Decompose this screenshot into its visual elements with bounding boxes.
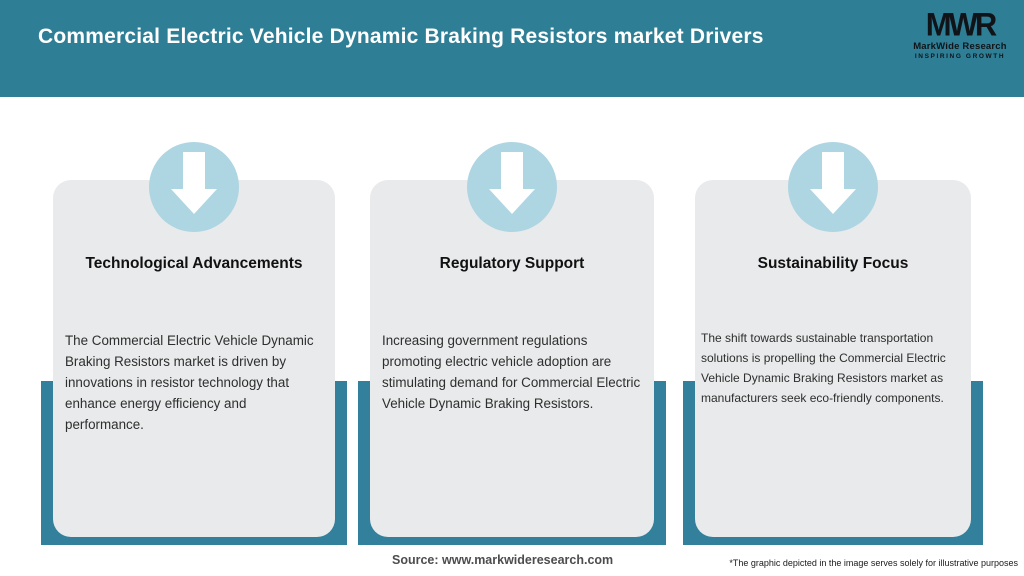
card-description: The shift towards sustainable transporta…: [701, 331, 946, 405]
arrow-circle: [149, 142, 239, 232]
card-description: The Commercial Electric Vehicle Dynamic …: [65, 333, 314, 432]
card-description: Increasing government regulations promot…: [382, 333, 641, 411]
brand-logo: MWR MarkWide Research INSPIRING GROWTH: [912, 6, 1008, 60]
page-title: Commercial Electric Vehicle Dynamic Brak…: [38, 25, 764, 48]
logo-name: MarkWide Research: [913, 41, 1007, 52]
disclaimer-text: *The graphic depicted in the image serve…: [729, 558, 1018, 568]
arrow-down-icon: [171, 152, 217, 214]
arrow-down-icon: [489, 152, 535, 214]
driver-card: Sustainability Focus The shift towards s…: [695, 180, 971, 537]
arrow-down-icon: [810, 152, 856, 214]
driver-column-2: Regulatory Support Increasing government…: [358, 142, 666, 545]
card-title: Regulatory Support: [439, 255, 585, 272]
header-banner: Commercial Electric Vehicle Dynamic Brak…: [0, 0, 1024, 97]
driver-card: Technological Advancements The Commercia…: [53, 180, 335, 537]
arrow-circle: [788, 142, 878, 232]
card-title: Technological Advancements: [85, 255, 303, 272]
source-text: Source: www.markwideresearch.com: [392, 553, 614, 567]
arrow-circle: [467, 142, 557, 232]
logo-acronym: MWR: [925, 6, 997, 43]
driver-column-3: Sustainability Focus The shift towards s…: [683, 142, 983, 545]
logo-tagline: INSPIRING GROWTH: [914, 53, 1006, 60]
card-title: Sustainability Focus: [757, 255, 909, 272]
driver-column-1: Technological Advancements The Commercia…: [41, 142, 347, 545]
driver-card: Regulatory Support Increasing government…: [370, 180, 654, 537]
